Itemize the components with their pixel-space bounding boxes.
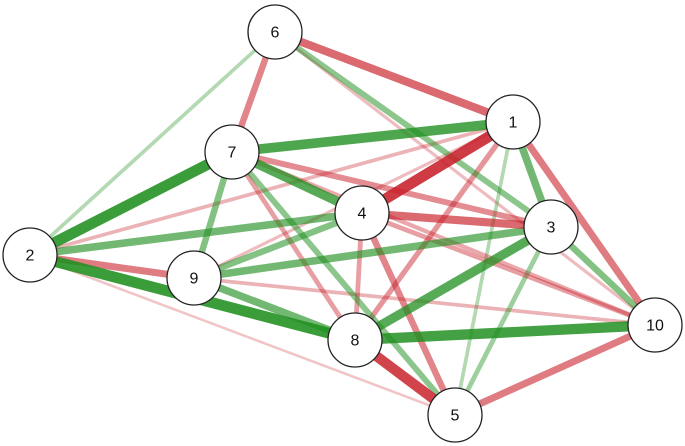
node-label-1: 1 <box>509 115 518 132</box>
node-circle-10 <box>627 297 683 353</box>
edges-layer <box>27 28 658 420</box>
edge-7-2 <box>27 147 235 260</box>
node-label-10: 10 <box>646 318 664 335</box>
node-3: 3 <box>523 199 579 255</box>
edge-4-3 <box>361 208 552 232</box>
edge-7-1 <box>231 117 514 157</box>
node-circle-7 <box>204 124 260 180</box>
edge-6-10 <box>274 30 656 327</box>
node-6: 6 <box>247 4 303 60</box>
edge-9-3 <box>193 223 552 282</box>
node-label-7: 7 <box>228 145 237 162</box>
node-circle-3 <box>523 199 579 255</box>
node-label-6: 6 <box>271 25 280 42</box>
edge-2-5 <box>29 253 456 417</box>
edge-10-5 <box>453 321 657 419</box>
node-label-4: 4 <box>358 206 367 223</box>
edge-7-8 <box>229 150 358 342</box>
node-circle-4 <box>334 185 390 241</box>
edge-1-8 <box>352 120 516 342</box>
edge-1-10 <box>510 119 658 328</box>
edge-8-3 <box>352 223 554 344</box>
node-9: 9 <box>166 250 222 306</box>
edge-8-10 <box>354 319 656 346</box>
node-circle-8 <box>327 312 383 368</box>
node-4: 4 <box>334 185 390 241</box>
node-circle-1 <box>485 94 541 150</box>
node-label-9: 9 <box>190 271 199 288</box>
node-8: 8 <box>327 312 383 368</box>
node-label-2: 2 <box>26 248 35 265</box>
edge-1-4 <box>359 117 516 218</box>
nodes-layer: 1 2 3 4 5 6 7 8 9 10 <box>2 4 683 443</box>
edge-4-10 <box>361 210 656 328</box>
node-5: 5 <box>427 387 483 443</box>
edge-6-1 <box>273 28 515 126</box>
edge-9-4 <box>192 209 364 282</box>
edge-3-5 <box>452 225 554 417</box>
node-label-5: 5 <box>451 408 460 425</box>
node-2: 2 <box>2 227 58 283</box>
node-circle-5 <box>427 387 483 443</box>
node-circle-9 <box>166 250 222 306</box>
edge-2-4 <box>29 209 363 259</box>
node-10: 10 <box>627 297 683 353</box>
node-circle-6 <box>247 4 303 60</box>
node-7: 7 <box>204 124 260 180</box>
node-label-8: 8 <box>351 333 360 350</box>
node-1: 1 <box>485 94 541 150</box>
node-label-3: 3 <box>547 220 556 237</box>
edge-6-2 <box>28 30 277 257</box>
edge-7-5 <box>229 150 458 417</box>
node-circle-2 <box>2 227 58 283</box>
